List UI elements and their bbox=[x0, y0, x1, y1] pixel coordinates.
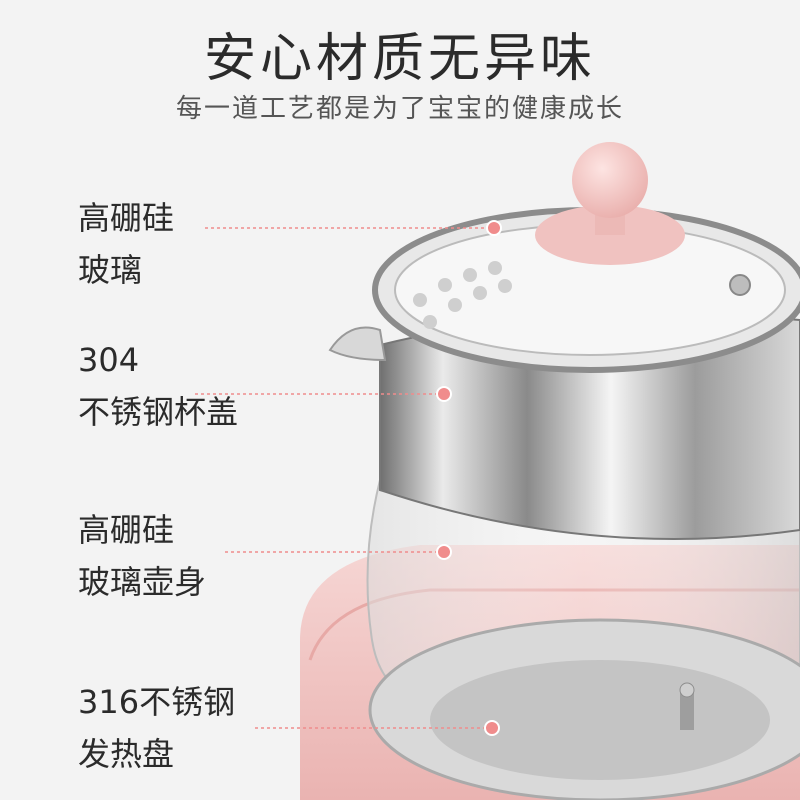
feature-line1: 高硼硅 bbox=[78, 199, 175, 237]
feature-line2: 不锈钢杯盖 bbox=[78, 393, 239, 431]
feature-line2: 发热盘 bbox=[78, 735, 175, 773]
pointer-dot-3 bbox=[436, 544, 452, 560]
pointer-dot-2 bbox=[436, 386, 452, 402]
pointer-dot-1 bbox=[486, 220, 502, 236]
feature-line1: 高硼硅 bbox=[78, 511, 175, 549]
feature-glass-lid: 高硼硅 玻璃 bbox=[78, 192, 174, 296]
feature-heating-plate: 316不锈钢 发热盘 bbox=[78, 676, 235, 780]
feature-line1: 316不锈钢 bbox=[78, 683, 236, 721]
feature-line1: 304 bbox=[78, 341, 140, 379]
feature-glass-body: 高硼硅 玻璃壶身 bbox=[78, 504, 206, 608]
page-title: 安心材质无异味 bbox=[203, 29, 596, 89]
feature-line2: 玻璃 bbox=[78, 251, 143, 289]
feature-steel-lid: 304 不锈钢杯盖 bbox=[78, 334, 238, 438]
feature-line2: 玻璃壶身 bbox=[78, 563, 207, 601]
lid-knob bbox=[572, 142, 648, 218]
page-subtitle: 每一道工艺都是为了宝宝的健康成长 bbox=[175, 94, 624, 124]
pointer-dot-4 bbox=[484, 720, 500, 736]
